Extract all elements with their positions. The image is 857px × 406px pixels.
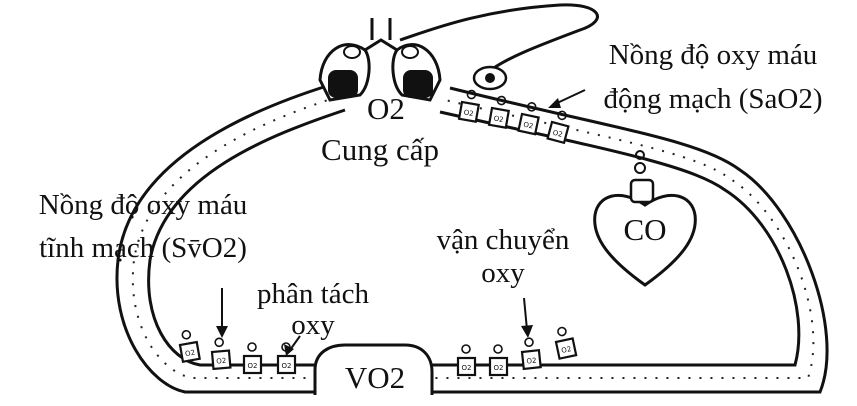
lungs-icon	[320, 18, 440, 100]
sao2-label-line2: động mạch (SaO2)	[578, 84, 848, 114]
red-cell-marker: O2	[178, 329, 200, 361]
arterial-cell-group: O2 O2 O2 O2	[459, 89, 572, 143]
red-cell-o2-mark: O2	[185, 349, 196, 359]
transport-label-line2: oxy	[418, 258, 588, 288]
o2-supply-label: Cung cấp	[300, 134, 460, 167]
o2-symbol: O2	[356, 93, 416, 126]
red-cell-marker: O2	[458, 345, 475, 375]
extraction-label-line2: oxy	[238, 310, 388, 340]
pulse-oximeter-sensor-icon	[474, 67, 506, 89]
red-cell-marker: O2	[490, 345, 507, 375]
red-cell-o2-mark: O2	[526, 357, 537, 366]
svo2-label-line2: tĩnh mạch (Sv̄O2)	[8, 233, 278, 263]
red-cell-marker: O2	[211, 338, 231, 369]
transport-label-line1: vận chuyển	[418, 225, 588, 255]
arrow-svo2	[216, 288, 228, 338]
vo2-label: VO2	[320, 362, 430, 395]
red-cell-marker: O2	[521, 337, 541, 369]
red-cell-o2-mark: O2	[216, 357, 227, 366]
svo2-label-line1: Nồng độ oxy máu	[8, 190, 278, 220]
red-cell-o2-mark: O2	[282, 362, 292, 370]
co-label: CO	[600, 214, 690, 247]
transport-cell-group: O2 O2 O2 O2	[458, 326, 576, 375]
red-cell-marker: O2	[244, 343, 261, 373]
red-cell-marker: O2	[553, 326, 576, 359]
sao2-label-line1: Nồng độ oxy máu	[578, 40, 848, 70]
extraction-label-line1: phân tách	[238, 279, 388, 309]
red-cell-o2-mark: O2	[493, 115, 504, 125]
red-cell-o2-mark: O2	[248, 362, 258, 370]
arrow-transport	[521, 298, 533, 338]
red-cell-o2-mark: O2	[463, 109, 474, 119]
red-cell-o2-mark: O2	[494, 364, 504, 372]
red-cell-o2-mark: O2	[462, 364, 472, 372]
